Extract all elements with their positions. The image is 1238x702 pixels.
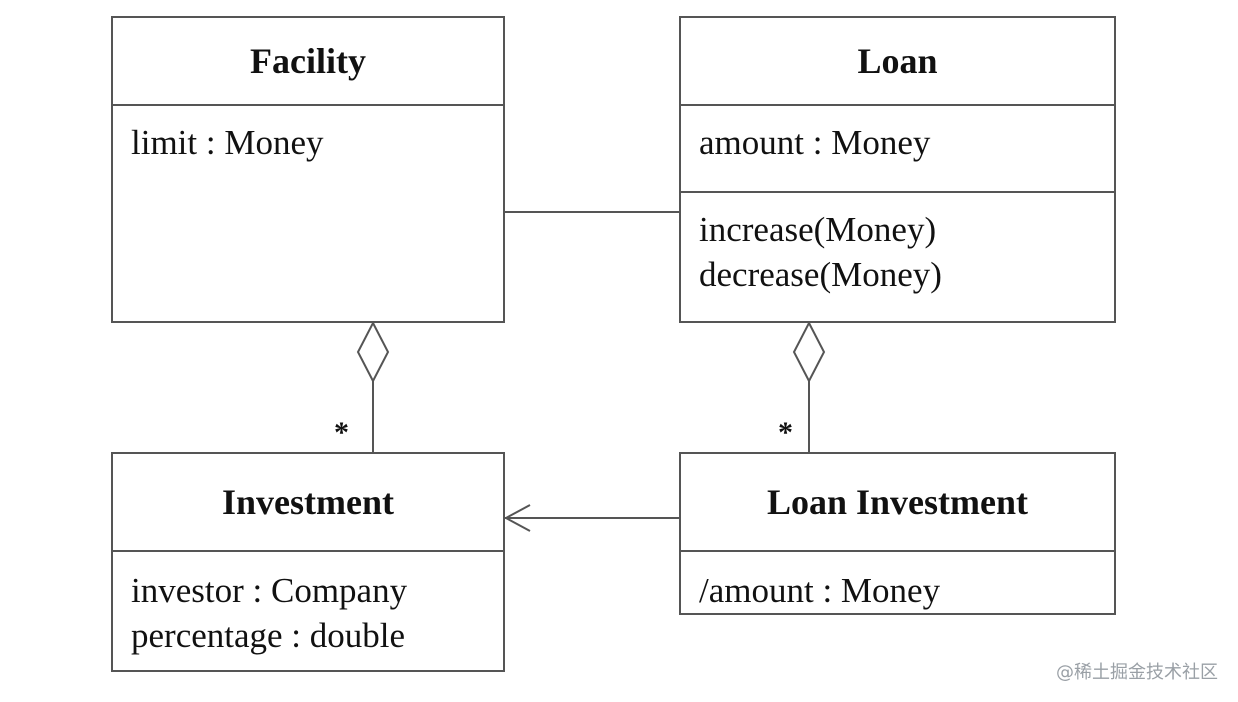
watermark: @稀土掘金技术社区 bbox=[1056, 662, 1218, 683]
open-arrowhead-icon bbox=[503, 504, 531, 532]
attribute: investor : Company bbox=[131, 571, 408, 610]
operation: decrease(Money) bbox=[699, 255, 942, 294]
class-loan[interactable]: Loan amount : Money increase(Money) decr… bbox=[679, 16, 1116, 323]
class-facility-attributes: limit : Money bbox=[113, 106, 503, 165]
class-loan-attributes: amount : Money bbox=[681, 106, 1114, 193]
multiplicity-loan-loaninvestment: * bbox=[778, 416, 793, 449]
attribute: limit : Money bbox=[131, 123, 324, 162]
class-loan-investment-attributes: /amount : Money bbox=[681, 552, 1114, 613]
multiplicity-facility-investment: * bbox=[334, 416, 349, 449]
class-loan-name: Loan bbox=[681, 18, 1114, 106]
class-facility-name: Facility bbox=[113, 18, 503, 106]
attribute: /amount : Money bbox=[699, 571, 941, 610]
class-loan-investment-name: Loan Investment bbox=[681, 454, 1114, 552]
class-loan-operations: increase(Money) decrease(Money) bbox=[681, 193, 1114, 297]
attribute: amount : Money bbox=[699, 123, 931, 162]
class-investment[interactable]: Investment investor : Company percentage… bbox=[111, 452, 505, 672]
class-facility[interactable]: Facility limit : Money bbox=[111, 16, 505, 323]
operation: increase(Money) bbox=[699, 210, 937, 249]
class-investment-name: Investment bbox=[113, 454, 503, 552]
attribute: percentage : double bbox=[131, 616, 406, 655]
aggregation-diamond-loan bbox=[792, 320, 826, 384]
class-loan-investment[interactable]: Loan Investment /amount : Money bbox=[679, 452, 1116, 615]
aggregation-diamond-facility bbox=[356, 320, 390, 384]
class-investment-attributes: investor : Company percentage : double bbox=[113, 552, 503, 658]
